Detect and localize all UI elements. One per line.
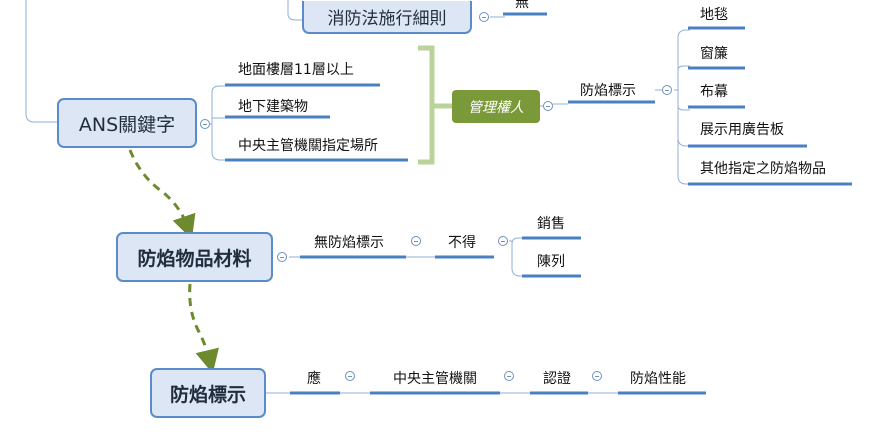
should-text: 應 [307,371,321,387]
ans-keyword-text: ANS關鍵字 [78,113,176,136]
collapse-should-icon[interactable] [345,371,355,381]
collapse-material-icon[interactable] [277,252,287,262]
certification-text: 認證 [543,371,571,387]
ans-keyword-node[interactable]: ANS關鍵字 [57,98,197,148]
collapse-badge-icon[interactable] [543,101,553,111]
enforcement-rules-text: 消防法施行細則 [327,9,447,29]
flame-material-node[interactable]: 防焰物品材料 [116,232,273,282]
bracket [418,45,435,165]
flame-label-text: 防焰標示 [169,383,246,406]
collapse-certification-icon[interactable] [592,371,602,381]
action-item: 陳列 [537,254,565,270]
flame-item: 布幕 [700,84,728,100]
enforcement-rules-node[interactable]: 消防法施行細則 [302,1,472,34]
location-item: 地面樓層11層以上 [238,62,354,78]
rules-connector [287,0,302,21]
flame-label-branch: 防焰標示 [580,83,636,99]
action-item: 銷售 [537,216,565,232]
flame-material-text: 防焰物品材料 [137,247,252,270]
arrow-ans-to-material [128,149,196,240]
collapse-flame-label-icon[interactable] [662,85,672,95]
collapse-no-label-icon[interactable] [411,236,421,246]
flame-item: 展示用廣告板 [700,122,784,138]
location-item: 中央主管機關指定場所 [238,138,378,154]
none-value: 無 [515,0,529,11]
collapse-ans-icon[interactable] [200,119,210,129]
authority-text: 中央主管機關 [393,371,477,387]
management-badge[interactable]: 管理權人 [452,90,540,123]
flame-label-node[interactable]: 防焰標示 [150,368,266,418]
flame-item: 地毯 [700,7,728,23]
collapse-forbidden-icon[interactable] [498,236,508,246]
arrow-material-to-label [188,283,219,374]
collapse-rules-icon[interactable] [479,12,489,22]
forbidden-text: 不得 [448,235,476,251]
no-label-text: 無防焰標示 [314,235,384,251]
trunk-line [25,0,58,123]
performance-text: 防焰性能 [630,371,686,387]
collapse-authority-icon[interactable] [504,371,514,381]
flame-item: 其他指定之防焰物品 [700,161,826,177]
flame-item: 窗簾 [700,46,728,62]
location-item: 地下建築物 [238,99,308,115]
